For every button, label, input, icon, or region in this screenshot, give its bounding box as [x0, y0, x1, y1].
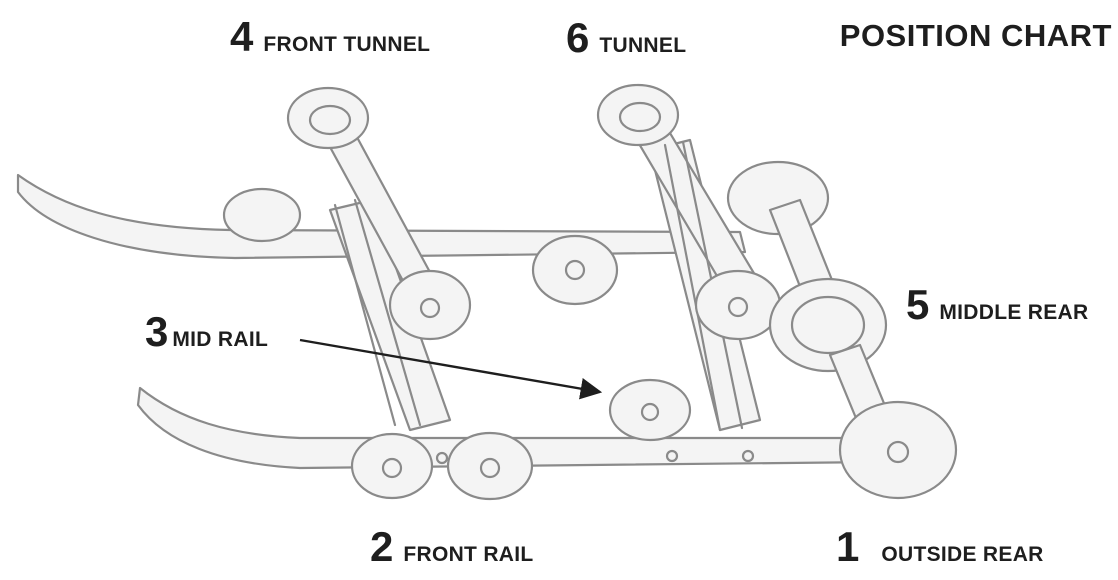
wheel-middle-rear	[768, 277, 888, 373]
position-label-2: 2 FRONT RAIL	[370, 526, 534, 568]
wheel-front-tunnel	[286, 86, 370, 150]
position-text: TUNNEL	[599, 34, 687, 57]
wheel-tunnel	[596, 83, 680, 147]
position-number: 1	[836, 523, 860, 570]
wheel-outside-rear	[838, 400, 958, 500]
position-text: MIDDLE REAR	[939, 301, 1089, 324]
position-label-3: 3 MID RAIL	[145, 311, 268, 353]
mid-rail-pointer-arrow	[299, 338, 603, 400]
position-number: 5	[906, 281, 930, 328]
position-text: OUTSIDE REAR	[881, 543, 1044, 566]
wheel-front-rail-right	[446, 431, 534, 501]
position-text: FRONT RAIL	[403, 543, 534, 566]
position-label-6: 6 TUNNEL	[566, 17, 686, 59]
wheel-back-rail-mid	[531, 234, 619, 306]
wheel-front-rail-left	[350, 432, 434, 500]
position-number: 6	[566, 14, 590, 61]
position-number: 3	[145, 308, 169, 355]
position-number: 4	[230, 13, 254, 60]
position-number: 2	[370, 523, 394, 570]
position-label-5: 5 MIDDLE REAR	[906, 284, 1089, 326]
position-label-1: 1 OUTSIDE REAR	[836, 526, 1044, 568]
chart-title: POSITION CHART	[839, 18, 1112, 53]
position-label-4: 4 FRONT TUNNEL	[230, 16, 430, 58]
wheel-back-rail-left	[222, 187, 302, 243]
wheel-front-rail-back	[608, 378, 692, 442]
wheel-rear-arm	[694, 269, 782, 341]
wheel-mid-rail	[388, 269, 472, 341]
position-text: MID RAIL	[172, 328, 269, 351]
position-text: FRONT TUNNEL	[263, 33, 431, 56]
front-arm-brace	[328, 198, 452, 432]
